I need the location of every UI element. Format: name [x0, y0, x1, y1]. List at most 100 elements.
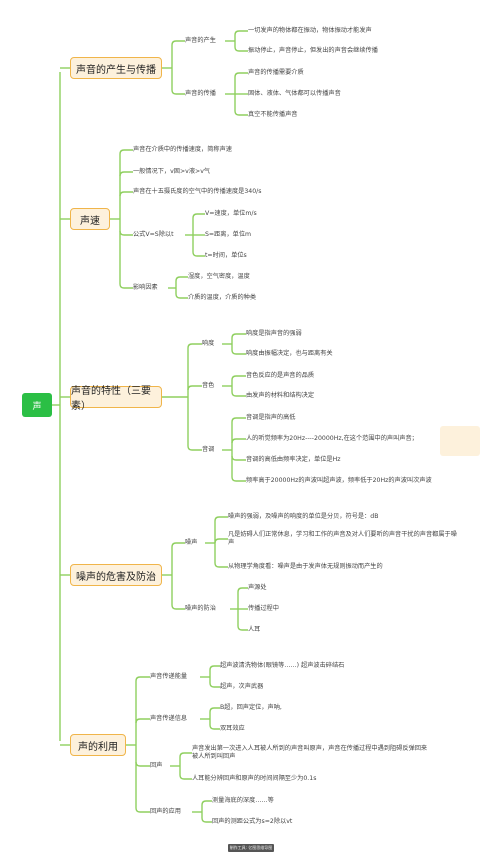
connector-line [234, 72, 248, 78]
group-label[interactable]: 声音的传播 [185, 90, 216, 97]
leaf-item[interactable]: 音调是指声的高低 [246, 414, 296, 421]
category-node-characteristics[interactable]: 声音的特性（三要素） [70, 386, 162, 412]
connector-line [187, 343, 202, 349]
connector-line [231, 333, 246, 339]
category-node-speed[interactable]: 声速 [70, 208, 110, 230]
leaf-item[interactable]: 湿度，空气密度，温度 [188, 273, 250, 280]
group-label[interactable]: 音调 [202, 446, 215, 453]
connector-line [179, 774, 192, 780]
footer-badge: 制作工具: 亿图思维导图 [228, 844, 274, 852]
connector-line [231, 417, 246, 423]
connector-line [119, 230, 133, 236]
leaf-item[interactable]: 介质的温度，介质的种类 [188, 294, 257, 301]
leaf-item[interactable]: 频率高于20000Hz的声波叫超声波，频率低于20Hz的声波叫次声波 [246, 477, 432, 484]
connector-line [237, 625, 248, 631]
connector-line [175, 276, 188, 282]
connector-line [234, 46, 248, 52]
group-label[interactable]: 噪声 [185, 539, 198, 546]
leaf-item[interactable]: 固体、液体、气体都可以传播声音 [248, 90, 341, 97]
connector-line [209, 665, 220, 671]
leaf-item[interactable]: 噪声的强弱，及噪声的响度的单位是分贝，符号是：dB [228, 513, 379, 520]
connector-line [209, 707, 220, 713]
leaf-item[interactable]: 凡是妨碍人们正常休息，学习和工作的声音及对人们要听的声音干扰的声音都属于噪声 [228, 531, 457, 546]
connector-line [171, 542, 185, 548]
connector-line [234, 30, 248, 36]
connector-line [237, 587, 248, 593]
leaf-item[interactable]: 音调的高低由频率决定，单位是Hz [246, 456, 341, 463]
leaf-item[interactable]: 双耳效应 [220, 725, 245, 732]
connector-line [135, 718, 150, 724]
leaf-item[interactable]: 声音发出第一次进入人耳被人所到的声音叫原声，声音在传播过程中遇到阻碍反弹回来被人… [192, 745, 428, 760]
leaf-item[interactable]: V=速度，单位m/s [205, 210, 257, 217]
connector-line [201, 800, 212, 806]
connector-line [179, 752, 192, 758]
group-label[interactable]: 噪声的防治 [185, 605, 216, 612]
leaf-item[interactable]: 测量海底的深度……等 [212, 797, 274, 804]
leaf-item[interactable]: 从物理学角度看：噪声是由于发声体无规则振动而产生的 [228, 563, 383, 570]
connector-line [231, 438, 246, 444]
leaf-item[interactable]: 超声，次声武器 [220, 683, 264, 690]
leaf-item[interactable]: 一切发声的物体都在振动，物体振动才能发声 [248, 27, 372, 34]
category-node-uses[interactable]: 声的利用 [70, 734, 126, 756]
leaf-item[interactable]: 人的听觉频率为20Hz----20000Hz,在这个范围中的声叫声音； [246, 435, 418, 442]
leaf-item[interactable]: 一般情况下，v固>v液>v气 [133, 168, 211, 175]
leaf-item[interactable]: 声源处 [248, 584, 267, 591]
connector-line [231, 349, 246, 355]
connector-line [119, 171, 133, 177]
group-label[interactable]: 回声 [150, 762, 163, 769]
connector-line [171, 40, 185, 46]
leaf-item[interactable]: 响度由振幅决定，也与距离有关 [246, 350, 333, 357]
connector-line [214, 516, 228, 522]
root-node[interactable]: 声 [22, 393, 52, 417]
group-label[interactable]: 声音传递信息 [150, 715, 188, 722]
leaf-item[interactable]: 人耳能分辨回声和原声的时间间隔至少为0.1s [192, 775, 317, 782]
group-label[interactable]: 响度 [202, 340, 215, 347]
leaf-item[interactable]: 音色反应的是声音的品质 [246, 372, 315, 379]
connector-line [231, 476, 246, 482]
connector-line [135, 761, 150, 767]
note-box [440, 426, 480, 456]
connector-line [209, 682, 220, 688]
leaf-item[interactable]: t=时间，单位s [205, 252, 247, 259]
connector-line [234, 110, 248, 116]
category-node-noise[interactable]: 噪声的危害及防治 [70, 564, 162, 586]
connector-line [214, 562, 228, 568]
connector-line [171, 89, 185, 95]
connector-line [201, 817, 212, 823]
leaf-item[interactable]: 声音的传播需要介质 [248, 69, 304, 76]
leaf-item[interactable]: B超，回声定位，声呐, [220, 704, 282, 711]
leaf-item[interactable]: 回声的测距公式为s=2除以vt [212, 818, 293, 825]
leaf-item[interactable]: S=距离，单位m [205, 231, 252, 238]
connector-line [231, 455, 246, 461]
group-label[interactable]: 声音传递能量 [150, 673, 188, 680]
connector-line [192, 251, 205, 257]
leaf-item[interactable]: 真空不能传播声音 [248, 111, 298, 118]
connector-line [231, 375, 246, 381]
connector-line [135, 807, 150, 813]
leaf-item[interactable]: 由发声的材料和结构决定 [246, 392, 315, 399]
connector-line [171, 604, 185, 610]
leaf-item[interactable]: 振动停止，声音停止，但发出的声音会继续传播 [248, 47, 378, 54]
group-label[interactable]: 声音的产生 [185, 37, 216, 44]
group-label[interactable]: 影响因素 [133, 284, 158, 291]
connector-line [119, 149, 133, 155]
connector-line [209, 724, 220, 730]
group-label[interactable]: 公式V=S除以t [133, 231, 174, 238]
connector-line [119, 191, 133, 197]
connector-line [214, 538, 228, 544]
connector-line [119, 283, 133, 289]
leaf-item[interactable]: 人耳 [248, 626, 261, 633]
connector-line [192, 213, 205, 219]
leaf-item[interactable]: 响度是指声音的强弱 [246, 330, 302, 337]
leaf-item[interactable]: 传播过程中 [248, 605, 279, 612]
leaf-item[interactable]: 声音在介质中的传播速度，简称声速 [133, 146, 232, 153]
connector-line [187, 445, 202, 451]
group-label[interactable]: 回声的应用 [150, 808, 181, 815]
leaf-item[interactable]: 声音在十五摄氏度的空气中的传播速度是340/s [133, 188, 262, 195]
leaf-item[interactable]: 超声波清洗物体(眼镜等……) 超声波击碎结石 [220, 662, 345, 669]
category-node-production[interactable]: 声音的产生与传播 [70, 57, 162, 79]
group-label[interactable]: 音色 [202, 382, 215, 389]
connector-line [135, 676, 150, 682]
